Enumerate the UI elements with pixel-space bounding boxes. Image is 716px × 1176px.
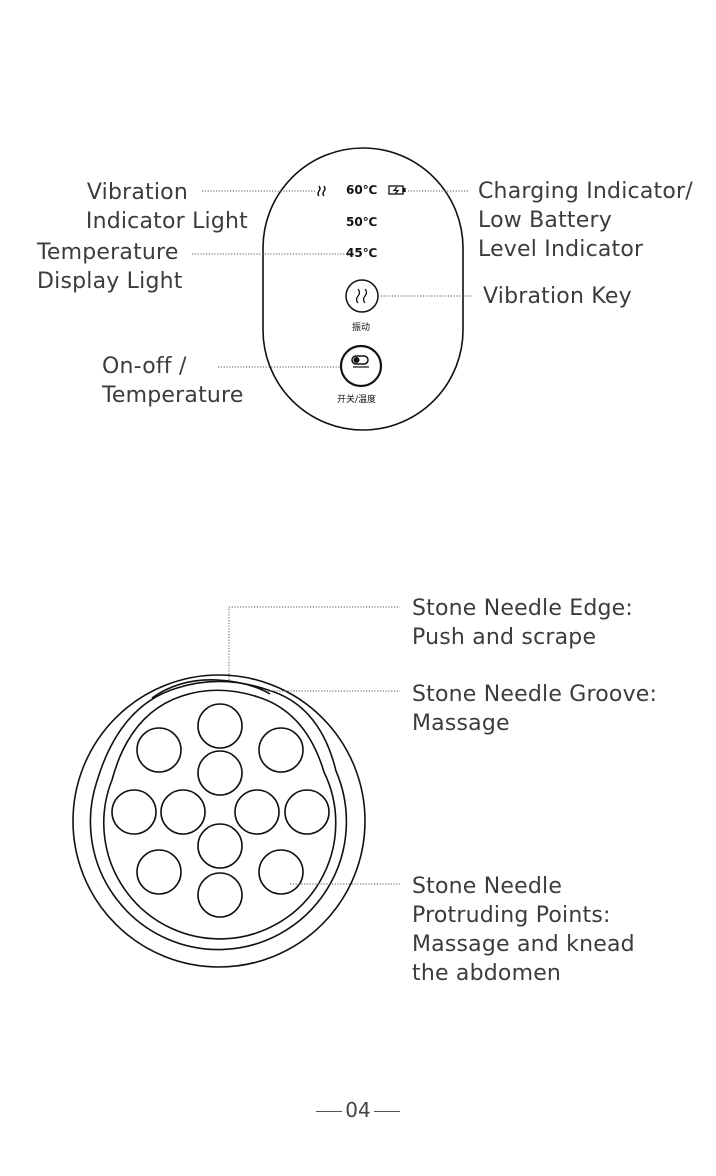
vibration-key[interactable] <box>345 279 379 313</box>
vibration-indicator-icon <box>317 185 326 197</box>
stone-disc <box>72 674 366 968</box>
panel-leader-lines <box>192 190 472 368</box>
battery-icon <box>388 185 406 195</box>
page-number: 04 <box>0 1098 716 1122</box>
power-toggle-icon <box>351 355 369 368</box>
temp-60-light: 60℃ <box>346 183 378 197</box>
temp-45-light: 45℃ <box>346 246 378 260</box>
label-vibration-indicator: Vibration Indicator Light <box>85 180 248 234</box>
power-key-caption: 开关/温度 <box>337 395 377 405</box>
label-stone-edge: Stone Needle Edge: Push and scrape <box>412 596 634 650</box>
label-charging-indicator: Charging Indicator/ Low Battery Level In… <box>478 179 693 262</box>
power-temperature-key[interactable] <box>339 344 383 388</box>
label-onoff-temperature: On-off / Temperature <box>102 354 244 408</box>
label-vibration-key: Vibration Key <box>483 284 632 309</box>
control-panel-outline <box>262 147 464 431</box>
stone-leader-lines <box>228 606 400 885</box>
vibration-key-icon <box>355 288 368 304</box>
vibration-key-caption: 振动 <box>352 323 371 333</box>
label-stone-points: Stone Needle Protruding Points: Massage … <box>412 874 635 986</box>
label-temperature-display: Temperature Display Light <box>37 240 183 294</box>
label-stone-groove: Stone Needle Groove: Massage <box>412 682 658 736</box>
temp-50-light: 50℃ <box>346 215 378 229</box>
